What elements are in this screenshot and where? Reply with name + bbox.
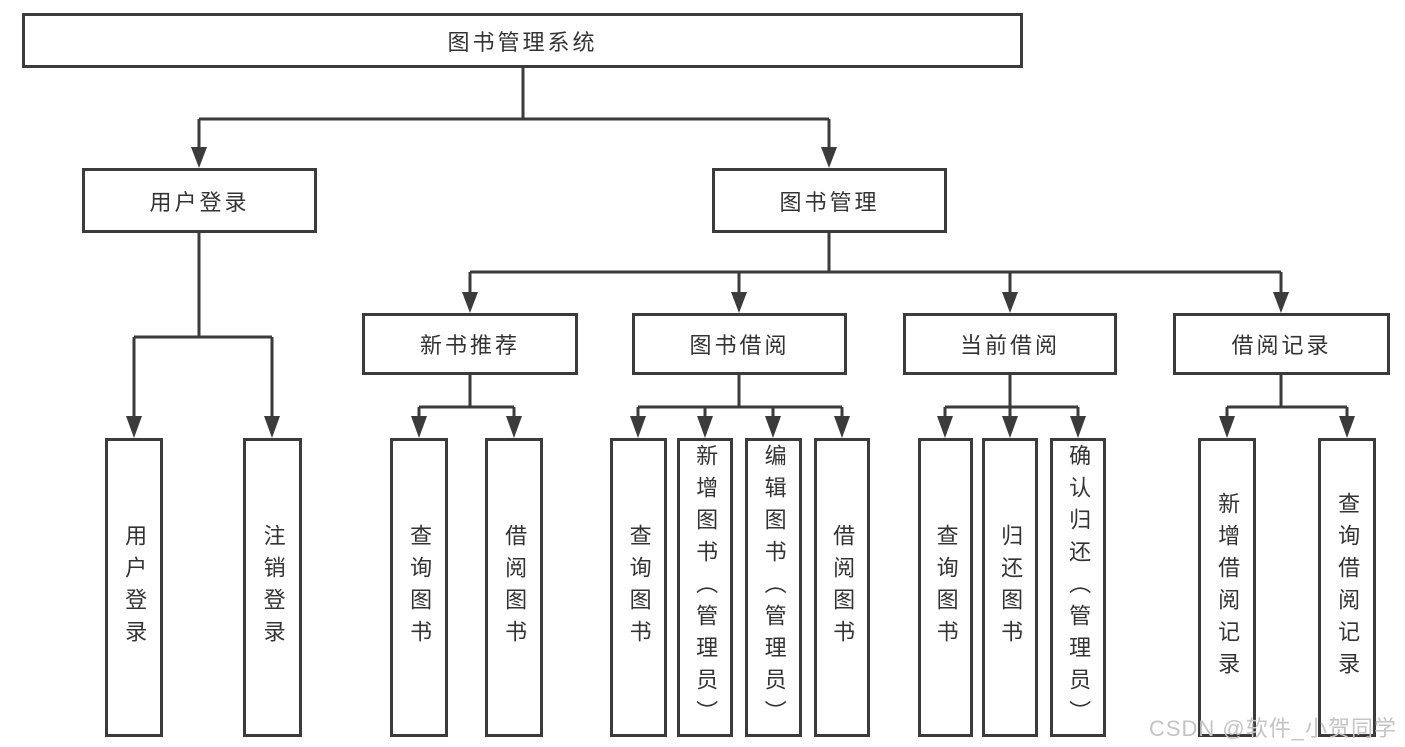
leaf-edit-books-admin: 编辑图书（管理员） [745, 438, 802, 737]
node-book-management: 图书管理 [712, 168, 947, 233]
leaf-borrow-books: 借阅图书 [814, 438, 870, 737]
leaf-return-books: 归还图书 [982, 438, 1038, 737]
leaf-query-books-current: 查询图书 [918, 438, 973, 737]
connector-paths [132, 68, 1349, 419]
leaf-query-borrow-record: 查询借阅记录 [1318, 438, 1376, 737]
leaf-user-login: 用户登录 [105, 438, 163, 737]
leaf-query-books-borrowing: 查询图书 [610, 438, 667, 737]
node-new-book-recommendation: 新书推荐 [362, 313, 578, 375]
node-library-management-system: 图书管理系统 [22, 13, 1023, 68]
leaf-add-borrow-record: 新增借阅记录 [1198, 438, 1256, 737]
leaf-confirm-return-admin: 确认归还（管理员） [1050, 438, 1106, 737]
leaf-logout: 注销登录 [243, 438, 302, 737]
leaf-query-books-recommend: 查询图书 [390, 438, 448, 737]
csdn-watermark: CSDN @软件_小贺同学 [1148, 716, 1397, 741]
node-book-borrowing: 图书借阅 [632, 313, 847, 375]
node-current-borrowing: 当前借阅 [903, 313, 1117, 375]
leaf-borrow-books-recommend: 借阅图书 [485, 438, 543, 737]
node-borrowing-records: 借阅记录 [1173, 313, 1390, 375]
connector-arrows [126, 147, 1355, 438]
leaf-add-books-admin: 新增图书（管理员） [677, 438, 733, 737]
node-user-login: 用户登录 [82, 168, 317, 233]
